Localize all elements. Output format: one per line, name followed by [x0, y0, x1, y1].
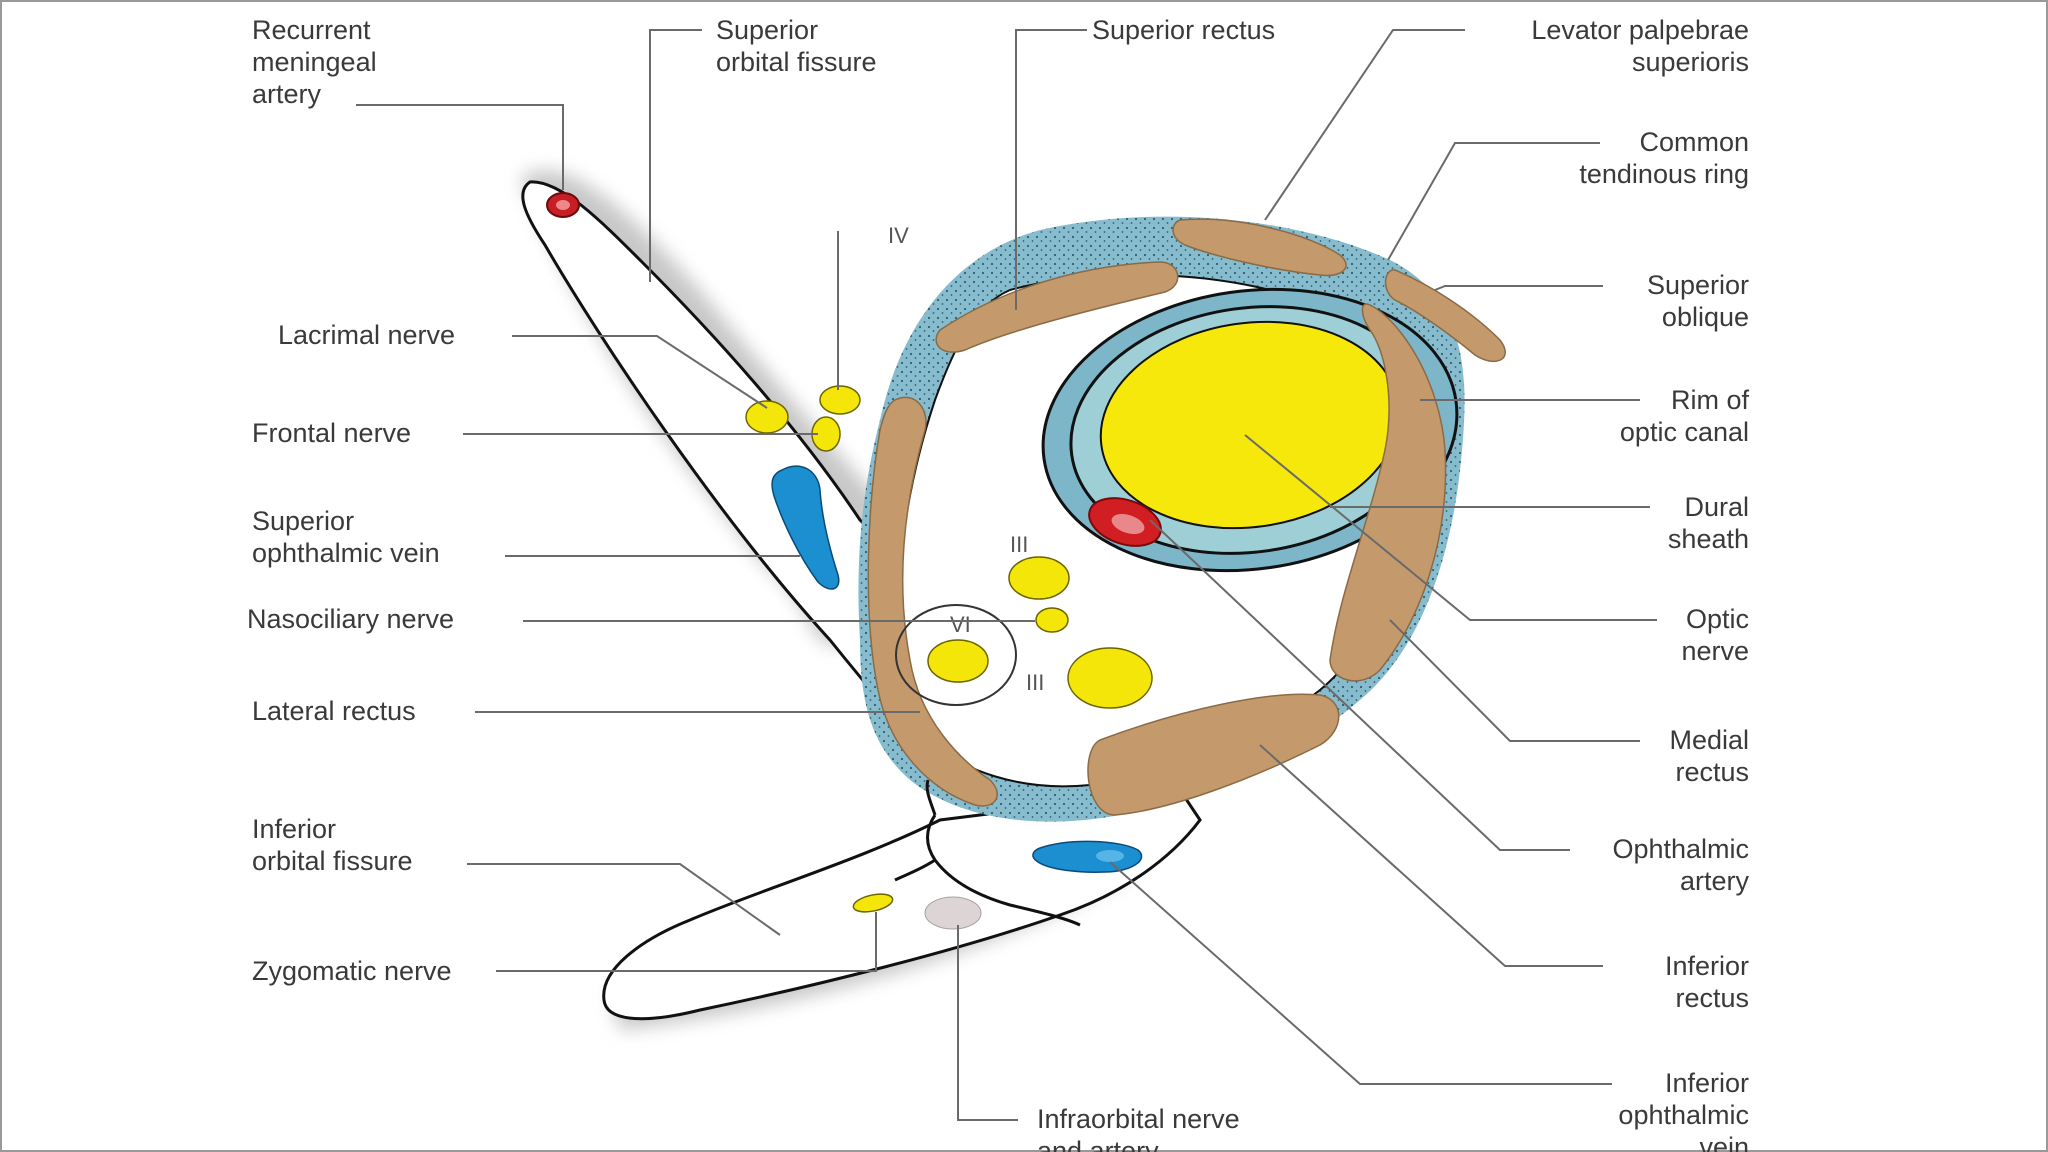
label-line: Superior	[252, 506, 354, 536]
label-line: Inferior	[252, 814, 336, 844]
roman-vi: VI	[950, 612, 971, 637]
label-line: Lateral rectus	[252, 696, 416, 726]
leader-lines	[356, 29, 1657, 1121]
superior-ophthalmic-vein	[771, 465, 840, 590]
label-line: Superior	[716, 15, 818, 45]
label-line: Levator palpebrae	[1531, 15, 1749, 45]
nerves	[745, 385, 1153, 913]
muscles	[867, 218, 1506, 816]
label-line: vein	[1699, 1132, 1749, 1152]
label-line: oblique	[1662, 302, 1749, 332]
label-line: artery	[1680, 866, 1750, 896]
label-line: Rim of	[1671, 385, 1750, 415]
label-line: orbital fissure	[252, 846, 413, 876]
label-line: ophthalmic vein	[252, 538, 440, 568]
fissure-branch-lines	[894, 779, 1081, 927]
roman-iii-upper: III	[1010, 532, 1028, 557]
label-line: artery	[252, 79, 322, 109]
label-line: Optic	[1686, 604, 1749, 634]
inferior-rectus	[1087, 693, 1340, 816]
label-line: Superior rectus	[1092, 15, 1275, 45]
lacrimal-nerve	[745, 400, 789, 434]
roman-iv: IV	[888, 223, 909, 248]
lateral-rectus	[867, 396, 998, 807]
label-left-2: Frontal nerve	[252, 418, 411, 448]
label-left-5: Lateral rectus	[252, 696, 416, 726]
label-left-7: Zygomatic nerve	[252, 956, 452, 986]
label-line: Inferior	[1665, 1068, 1749, 1098]
inferior-ophthalmic-vein	[1032, 840, 1143, 873]
label-line: Zygomatic nerve	[252, 956, 452, 986]
nasociliary-nerve	[1035, 607, 1069, 633]
oculomotor-superior-iii	[1008, 556, 1070, 600]
label-line: rectus	[1675, 757, 1749, 787]
levator-palpebrae-superioris	[1172, 218, 1347, 277]
superior-rectus	[935, 261, 1179, 353]
label-line: sheath	[1668, 524, 1749, 554]
abducens-nerve-vi	[927, 639, 989, 683]
label-line: Dural	[1684, 492, 1749, 522]
label-line: Superior	[1647, 270, 1749, 300]
label-line: rectus	[1675, 983, 1749, 1013]
label-left-1: Lacrimal nerve	[278, 320, 455, 350]
label-line: and artery	[1037, 1136, 1159, 1152]
label-bottom-0: Infraorbital nerve and artery	[1037, 1104, 1240, 1152]
label-line: Frontal nerve	[252, 418, 411, 448]
roman-iii-lower: III	[1026, 670, 1044, 695]
ophthalmic-artery-inner	[1111, 513, 1145, 535]
label-line: Medial	[1669, 725, 1749, 755]
label-line: optic canal	[1620, 417, 1749, 447]
label-line: Inferior	[1665, 951, 1749, 981]
inferior-orbital-fissure-shape	[602, 788, 1202, 1021]
label-line: Recurrent	[252, 15, 371, 45]
label-line: superioris	[1632, 47, 1749, 77]
inferior-ophthalmic-vein-highlight	[1096, 850, 1124, 862]
zygomatic-nerve	[852, 893, 894, 913]
label-line: orbital fissure	[716, 47, 877, 77]
medial-rectus	[1329, 303, 1447, 682]
label-line: Ophthalmic	[1612, 834, 1749, 864]
oculomotor-inferior-iii	[1067, 647, 1153, 709]
superior-oblique	[1384, 269, 1506, 363]
label-line: Nasociliary nerve	[247, 604, 454, 634]
label-line: ophthalmic	[1618, 1100, 1749, 1130]
tendinous-ring-highlight-circle	[895, 604, 1017, 706]
label-left-4: Nasociliary nerve	[247, 604, 454, 634]
label-line: tendinous ring	[1579, 159, 1749, 189]
label-line: Common	[1639, 127, 1749, 157]
recurrent-meningeal-artery-inner	[556, 200, 570, 210]
label-line: nerve	[1681, 636, 1749, 666]
label-line: Infraorbital nerve	[1037, 1104, 1240, 1134]
label-top-1: Superior rectus	[1092, 15, 1275, 45]
label-line: Lacrimal nerve	[278, 320, 455, 350]
trochlear-nerve-iv	[819, 385, 861, 415]
infraorbital-nerve-and-artery	[924, 896, 982, 930]
label-line: meningeal	[252, 47, 377, 77]
